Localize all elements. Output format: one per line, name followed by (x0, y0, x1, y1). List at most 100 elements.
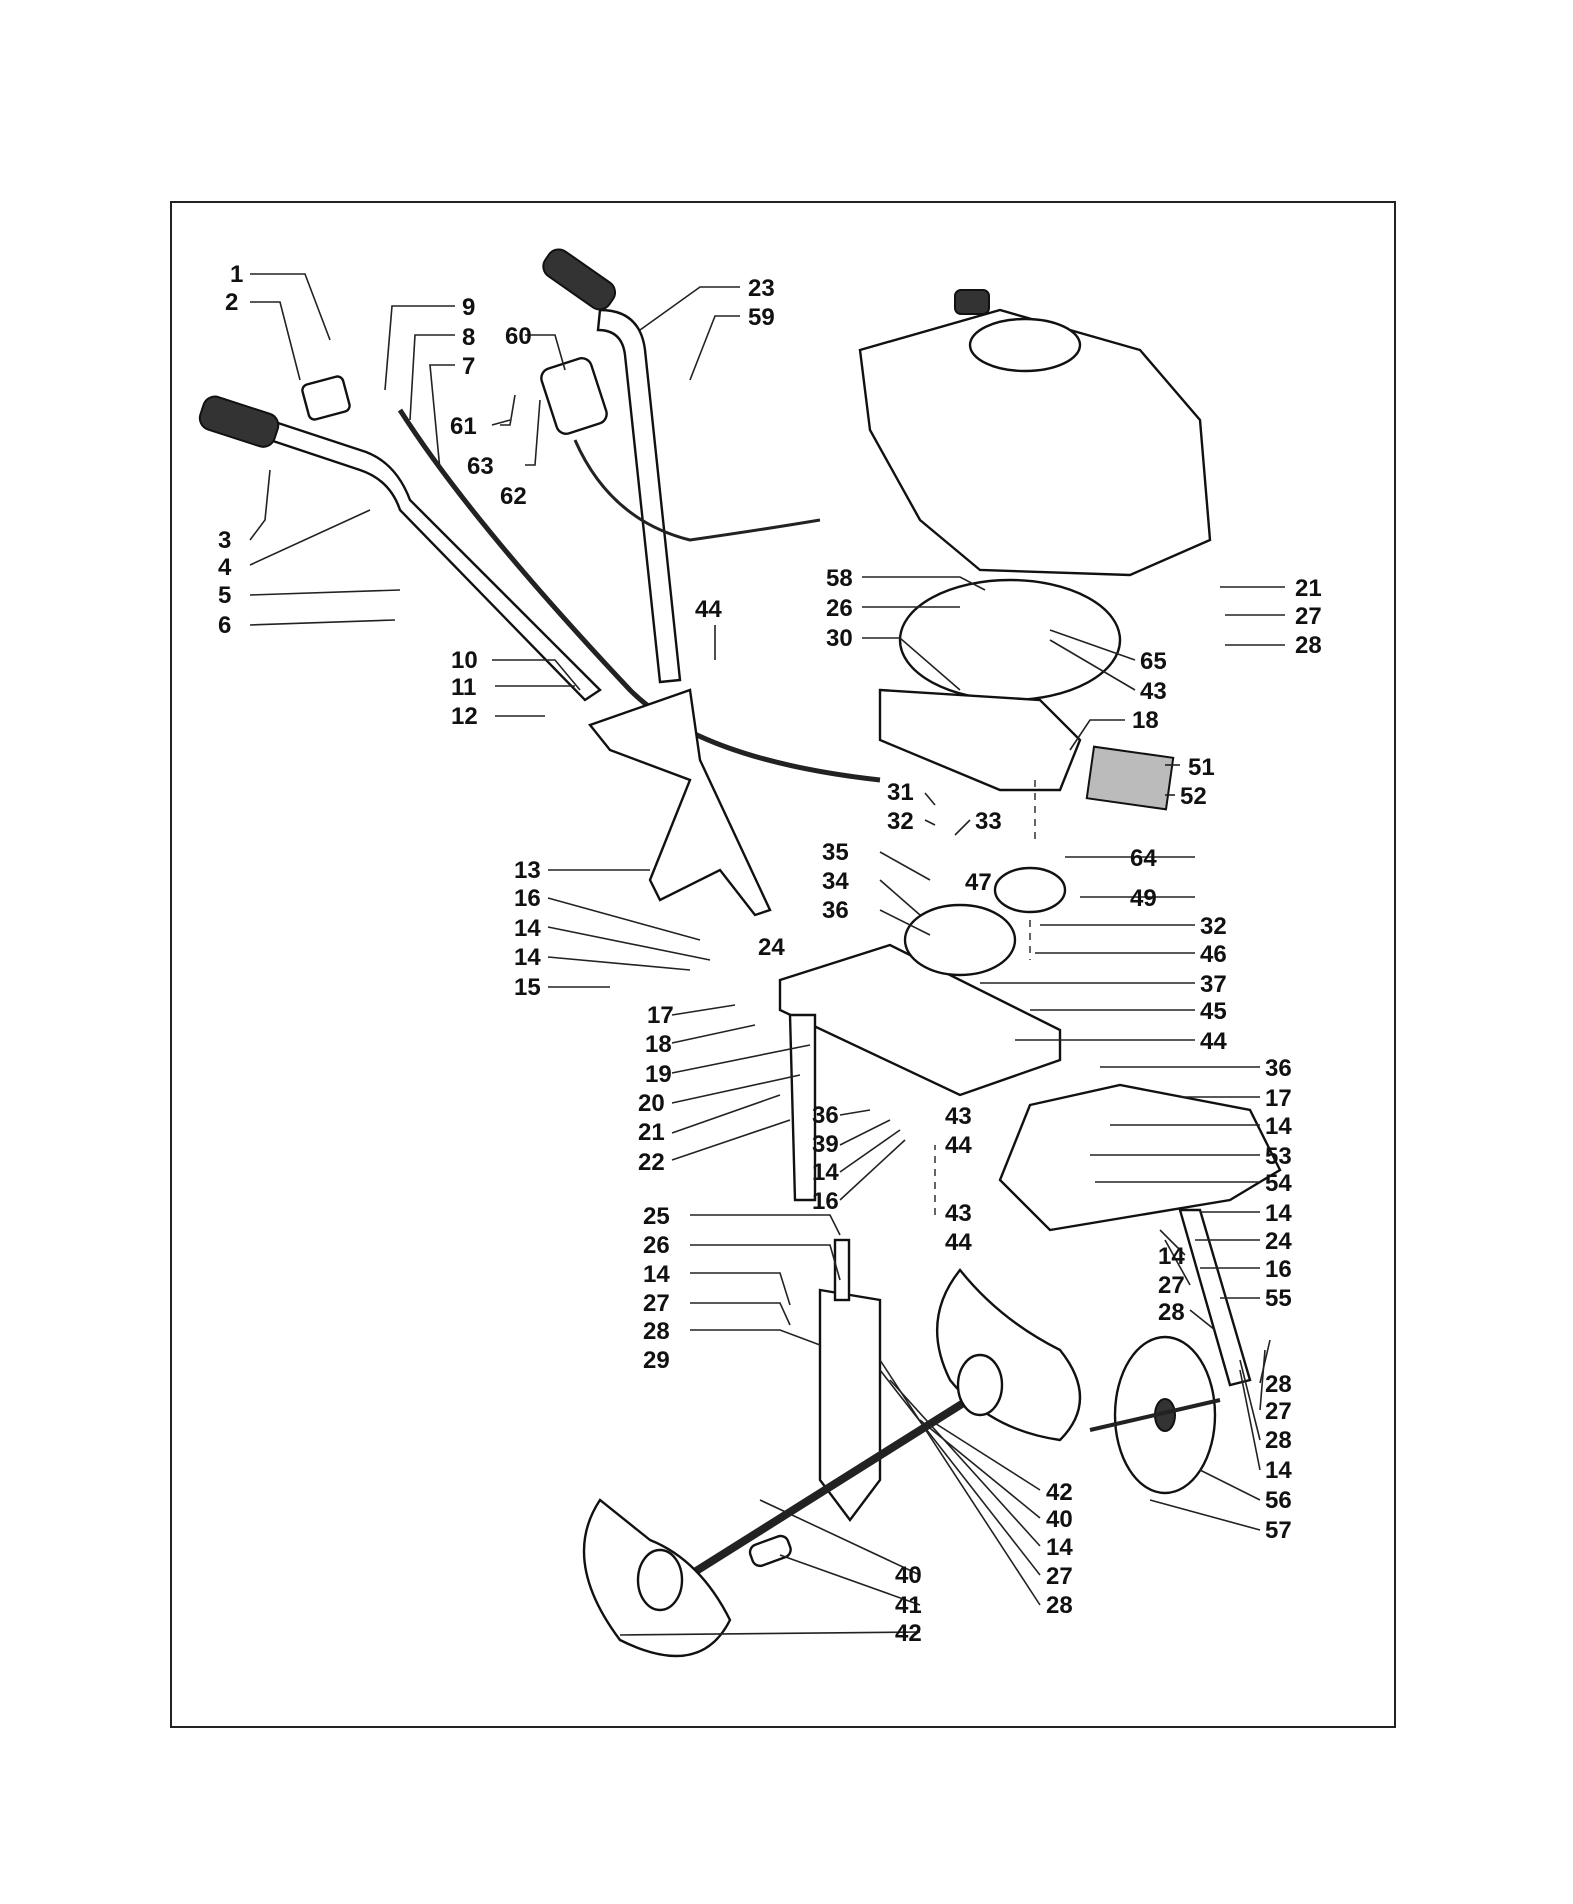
callout-17: 17 (647, 1002, 674, 1029)
mounting-plate (898, 578, 1122, 702)
left-grip (198, 395, 280, 448)
callout-28: 28 (1265, 1371, 1292, 1398)
callout-44: 44 (695, 596, 722, 623)
chassis-plate (778, 943, 1062, 1097)
callout-14: 14 (1265, 1457, 1292, 1484)
callout-28: 28 (1265, 1427, 1292, 1454)
callout-34: 34 (822, 868, 849, 895)
callout-6: 6 (218, 612, 231, 639)
tine-hub-right (956, 1353, 1004, 1417)
callout-16: 16 (812, 1188, 839, 1215)
callout-61: 61 (450, 413, 477, 440)
right-handlebar (596, 308, 682, 684)
callout-35: 35 (822, 839, 849, 866)
callout-43: 43 (945, 1103, 972, 1130)
callout-36: 36 (822, 897, 849, 924)
main-pulley (903, 903, 1017, 977)
callout-63: 63 (467, 453, 494, 480)
callout-40: 40 (1046, 1506, 1073, 1533)
callout-12: 12 (451, 703, 478, 730)
callout-42: 42 (1046, 1479, 1073, 1506)
callout-46: 46 (1200, 941, 1227, 968)
parts-illustration (198, 248, 1282, 1658)
callout-42: 42 (895, 1620, 922, 1647)
engine-cable (573, 439, 821, 542)
rear-guard (998, 1083, 1282, 1232)
callout-14: 14 (812, 1159, 839, 1186)
callout-47: 47 (965, 869, 992, 896)
callout-14: 14 (1265, 1200, 1292, 1227)
diagram-frame (170, 201, 1396, 1728)
belt-cover (1085, 745, 1175, 811)
idler-pulley (993, 866, 1067, 914)
callout-14: 14 (1265, 1113, 1292, 1140)
callout-57: 57 (1265, 1517, 1292, 1544)
callout-51: 51 (1188, 754, 1215, 781)
callout-labels: 1 2 3 4 5 6 7 8 9 10 11 12 13 16 14 14 1… (218, 261, 1322, 1647)
callout-19: 19 (645, 1061, 672, 1088)
input-shaft (833, 1238, 851, 1302)
callout-32: 32 (887, 808, 914, 835)
side-plate (788, 1013, 817, 1202)
callout-16: 16 (1265, 1256, 1292, 1283)
callout-13: 13 (514, 857, 541, 884)
callout-39: 39 (812, 1131, 839, 1158)
callout-14: 14 (514, 915, 541, 942)
callout-20: 20 (638, 1090, 665, 1117)
callout-52: 52 (1180, 783, 1207, 810)
callout-28: 28 (1158, 1299, 1185, 1326)
callout-43: 43 (1140, 678, 1167, 705)
callout-28: 28 (1295, 632, 1322, 659)
callout-27: 27 (1158, 1272, 1185, 1299)
callout-28: 28 (643, 1318, 670, 1345)
callout-33: 33 (975, 808, 1002, 835)
callout-25: 25 (643, 1203, 670, 1230)
callout-53: 53 (1265, 1143, 1292, 1170)
callout-21: 21 (638, 1119, 665, 1146)
callout-15: 15 (514, 974, 541, 1001)
callout-40: 40 (895, 1562, 922, 1589)
tine-hub-left (636, 1548, 684, 1612)
callout-37: 37 (1200, 971, 1227, 998)
callout-22: 22 (638, 1149, 665, 1176)
callout-44: 44 (945, 1132, 972, 1159)
callout-18: 18 (1132, 707, 1159, 734)
callout-41: 41 (895, 1592, 922, 1619)
callout-27: 27 (643, 1290, 670, 1317)
callout-27: 27 (1295, 603, 1322, 630)
callout-26: 26 (643, 1232, 670, 1259)
callout-54: 54 (1265, 1170, 1292, 1197)
fuel-cap (954, 289, 990, 315)
callout-1: 1 (230, 261, 243, 288)
callout-36: 36 (1265, 1055, 1292, 1082)
callout-31: 31 (887, 779, 914, 806)
tine-shaft (647, 1376, 1003, 1604)
callout-7: 7 (462, 353, 475, 380)
throttle-control (540, 357, 608, 435)
callout-21: 21 (1295, 575, 1322, 602)
callout-27: 27 (1265, 1398, 1292, 1425)
callout-56: 56 (1265, 1487, 1292, 1514)
callout-5: 5 (218, 582, 231, 609)
recoil-starter (968, 317, 1082, 373)
callout-55: 55 (1265, 1285, 1292, 1312)
callout-24: 24 (758, 934, 785, 961)
callout-28: 28 (1046, 1592, 1073, 1619)
callout-59: 59 (748, 304, 775, 331)
belt-guard (878, 688, 1082, 792)
callout-65: 65 (1140, 648, 1167, 675)
callout-14: 14 (1046, 1534, 1073, 1561)
callout-10: 10 (451, 647, 478, 674)
control-lever (301, 375, 351, 421)
callout-44: 44 (1200, 1028, 1227, 1055)
hairpin-clip (748, 1534, 792, 1568)
callout-8: 8 (462, 324, 475, 351)
callout-64: 64 (1130, 845, 1157, 872)
callout-32: 32 (1200, 913, 1227, 940)
throttle-cable (397, 408, 881, 783)
callout-14: 14 (643, 1261, 670, 1288)
left-handlebar (268, 420, 602, 702)
callout-23: 23 (748, 275, 775, 302)
callout-18: 18 (645, 1031, 672, 1058)
